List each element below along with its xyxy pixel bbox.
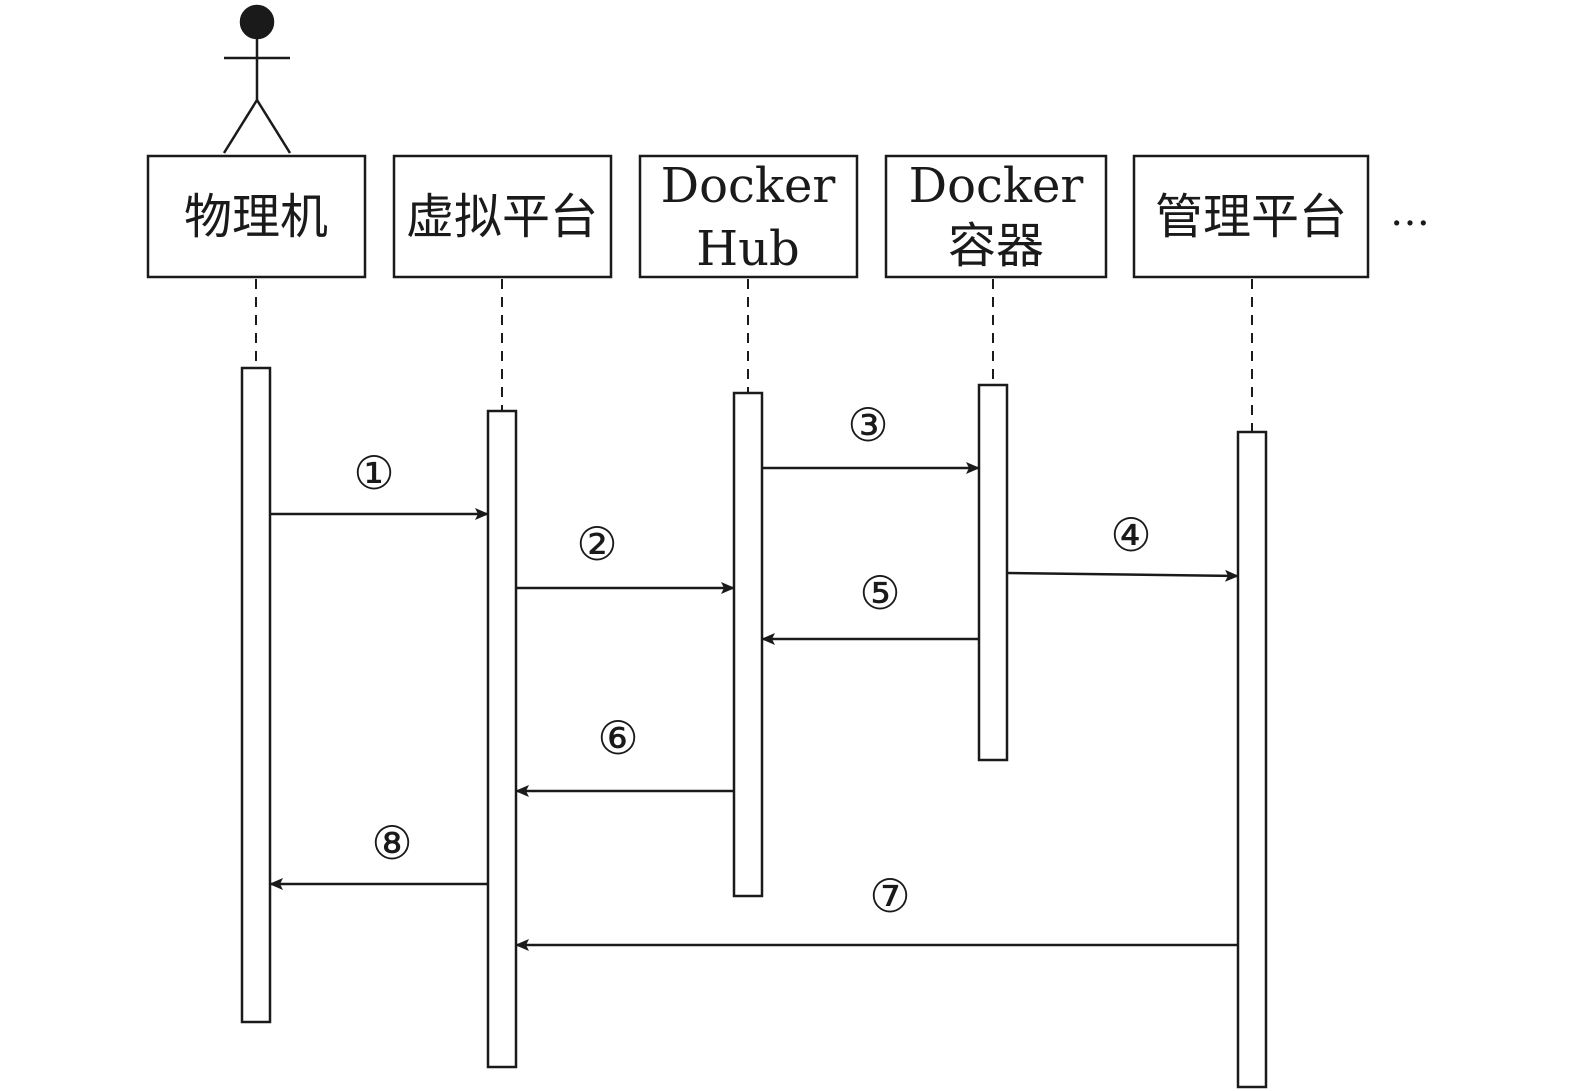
activation-bar-hub <box>732 391 764 898</box>
participant-box-hub: Docker Hub <box>638 154 859 279</box>
participant-box-virtual: 虚拟平台 <box>392 154 613 279</box>
actor-stick-figure-icon <box>222 4 292 154</box>
message-4-label: ④ <box>1110 508 1151 562</box>
message-6: ⑥ <box>515 711 734 797</box>
message-1: ① <box>270 446 489 520</box>
participant-label-mgmt: 管理平台 <box>1155 189 1347 245</box>
activation-bars <box>240 366 1268 1089</box>
participant-label-container-line1: Docker <box>909 158 1084 214</box>
message-2: ② <box>516 517 735 594</box>
participant-box-container: Docker 容器 <box>884 154 1108 279</box>
participant-label-physical: 物理机 <box>184 189 328 245</box>
message-7-label: ⑦ <box>869 869 910 923</box>
participant-label-virtual: 虚拟平台 <box>406 189 598 245</box>
participant-label-hub-line1: Docker <box>661 158 836 214</box>
participant-box-physical: 物理机 <box>146 154 367 279</box>
participant-box-mgmt: 管理平台 <box>1132 154 1370 279</box>
more-participants-ellipsis: … <box>1390 189 1430 235</box>
participant-label-hub-line2: Hub <box>696 221 800 277</box>
message-3: ③ <box>762 398 980 474</box>
activation-bar-physical <box>240 366 272 1024</box>
message-2-label: ② <box>576 517 617 571</box>
message-8: ⑧ <box>269 816 488 890</box>
message-5-label: ⑤ <box>859 566 900 620</box>
message-6-label: ⑥ <box>597 711 638 765</box>
message-4: ④ <box>1006 508 1239 582</box>
message-1-label: ① <box>353 446 394 500</box>
participant-label-container-line2: 容器 <box>948 218 1044 274</box>
message-8-label: ⑧ <box>371 816 412 870</box>
message-5: ⑤ <box>761 566 979 645</box>
activation-bar-virtual <box>486 409 518 1069</box>
lifelines <box>255 279 1253 432</box>
message-3-label: ③ <box>847 398 888 452</box>
activation-bar-mgmt <box>1236 430 1268 1089</box>
activation-bar-container <box>977 383 1009 762</box>
message-7: ⑦ <box>515 869 1238 951</box>
